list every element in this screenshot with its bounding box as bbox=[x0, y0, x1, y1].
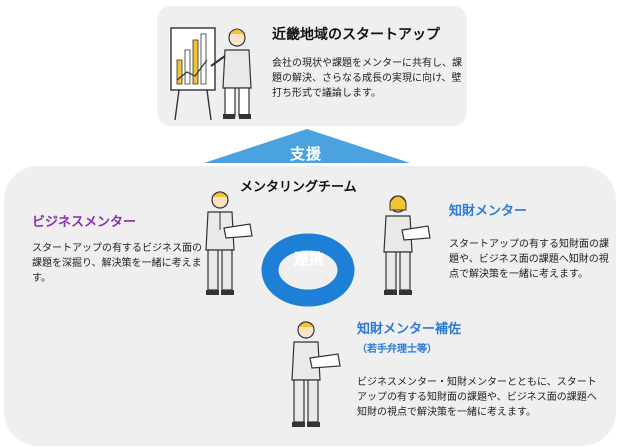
startup-description: 会社の現状や課題をメンターに共有し、課題の解決、さらなる成長の実現に向け、壁打ち… bbox=[272, 58, 462, 99]
assistant-description: ビジネスメンター・知財メンターとともに、スタートアップの有する知財面の課題や、ビ… bbox=[357, 377, 597, 418]
ip-mentor-title: 知財メンター bbox=[449, 204, 528, 219]
assistant-title: 知財メンター補佐 bbox=[357, 322, 462, 337]
ip-mentor-description: スタートアップの有する知財面の課題や、ビジネス面の課題へ知財の視点で解決策を一緒… bbox=[449, 239, 609, 280]
support-triangle bbox=[204, 129, 410, 163]
team-title: メンタリングチーム bbox=[240, 180, 357, 195]
startup-title: 近畿地域のスタートアップ bbox=[272, 27, 440, 43]
business-mentor-title: ビジネスメンター bbox=[32, 215, 137, 230]
business-mentor-description: スタートアップの有するビジネス面の課題を深掘り、解決策を一緒に考えます。 bbox=[32, 243, 202, 284]
presenter-illustration bbox=[170, 27, 252, 121]
business-mentor-illustration bbox=[205, 191, 253, 295]
assistant-subtitle: （若手弁理士等） bbox=[357, 344, 437, 355]
cooperation-ring-shape bbox=[261, 233, 355, 307]
ip-mentor-illustration bbox=[383, 195, 431, 295]
support-label: 支援 bbox=[290, 145, 323, 163]
assistant-illustration bbox=[291, 321, 341, 427]
cooperation-label: 連携 bbox=[294, 250, 325, 268]
